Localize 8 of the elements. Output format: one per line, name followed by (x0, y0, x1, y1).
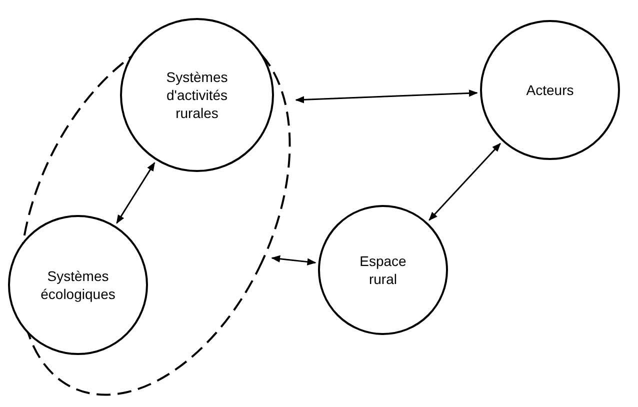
double-arrow (116, 162, 156, 224)
double-arrow (271, 255, 316, 266)
node-label: Espace rural (358, 252, 408, 288)
node-label: Systèmes d'activités rurales (165, 68, 229, 122)
double-arrow (428, 142, 501, 221)
node-label: Systèmes écologiques (40, 266, 116, 304)
node-label: Acteurs (526, 80, 574, 100)
double-arrow (295, 90, 478, 104)
